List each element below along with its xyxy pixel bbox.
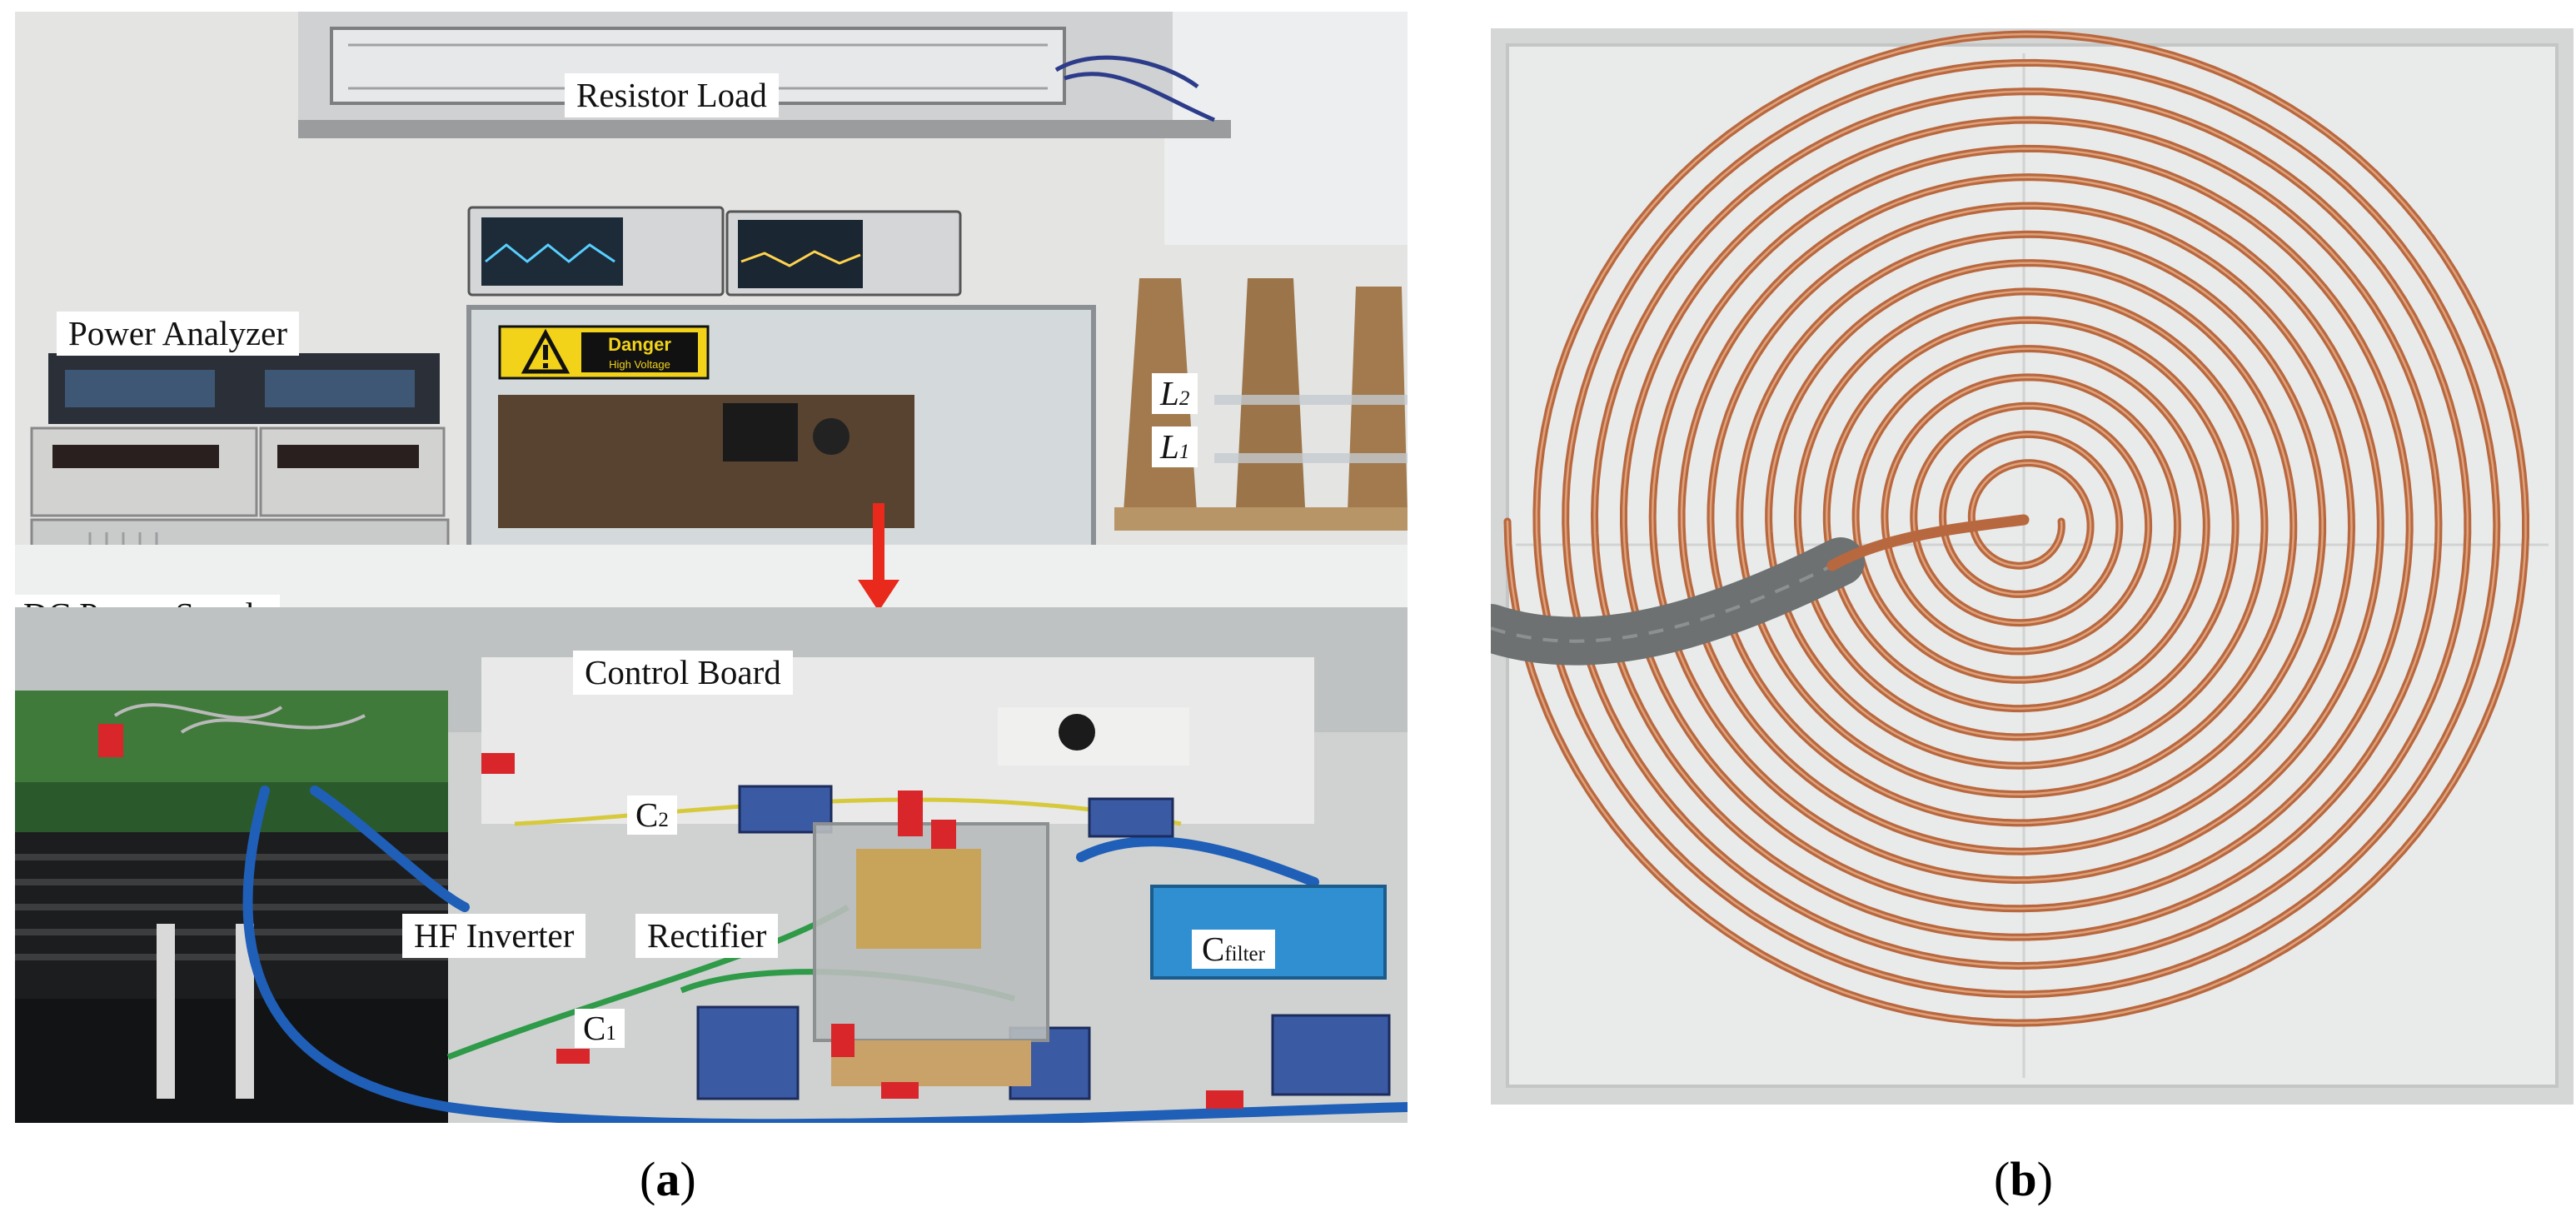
- danger-sign-title: Danger: [608, 334, 671, 355]
- label-capacitor-cfilter: Cfilter: [1192, 930, 1275, 969]
- label-rectifier: Rectifier: [635, 914, 779, 958]
- panel-a-lab-bench-photo: Danger High Voltage Resistor Load Power …: [15, 12, 1408, 607]
- panel-b-spiral-coil-photo: [1491, 28, 2574, 1105]
- danger-sign-subtitle: High Voltage: [609, 358, 670, 371]
- warning-triangle-icon: [521, 328, 571, 374]
- label-capacitor-c2: C2: [627, 796, 677, 835]
- electronics-illustration: [15, 607, 1408, 1123]
- caption-b: (b): [1994, 1152, 2053, 1206]
- label-resistor-load: Resistor Load: [565, 73, 779, 117]
- label-hf-inverter: HF Inverter: [402, 914, 586, 958]
- label-capacitor-c1: C1: [575, 1009, 625, 1048]
- label-coil-l2: L2: [1152, 373, 1198, 414]
- label-power-analyzer: Power Analyzer: [57, 312, 299, 356]
- caption-a: (a): [640, 1152, 696, 1206]
- label-dc-power-supply: DC Power Supply: [15, 595, 281, 607]
- red-down-arrow-icon: [858, 503, 899, 607]
- spiral-coil-illustration: [1491, 28, 2574, 1105]
- panel-a-electronics-photo: Control Board C2 HF Inverter Rectifier C…: [15, 607, 1408, 1123]
- label-control-board: Control Board: [573, 651, 793, 695]
- label-coil-l1: L1: [1152, 426, 1198, 467]
